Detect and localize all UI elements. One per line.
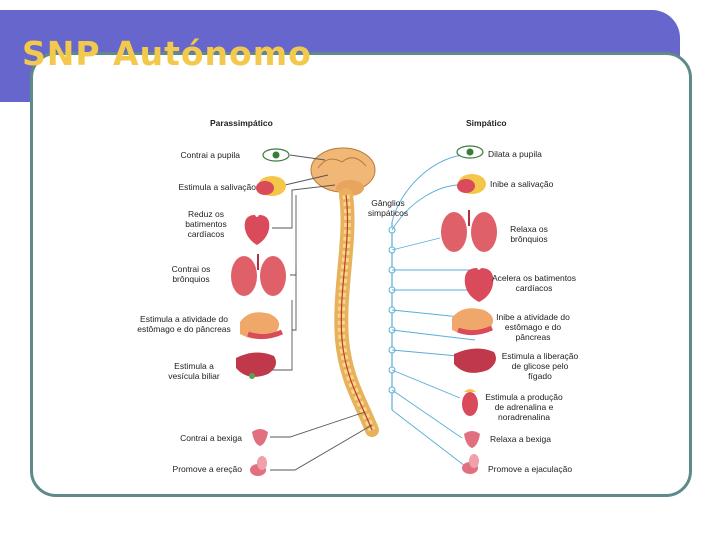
parasympathetic-header: Parassimpático: [210, 118, 273, 128]
content-frame: [30, 52, 692, 497]
label-stimulate-salivation: Estimula a salivação: [178, 182, 256, 192]
right-eye-icon: [456, 145, 484, 159]
label-accelerate-heartbeat: Acelera os batimentos cardíacos: [491, 273, 577, 293]
left-genitals-icon: [250, 456, 267, 476]
label-stimulate-adrenaline: Estimula a produção de adrenalina e nora…: [485, 392, 563, 422]
right-lungs-icon: [441, 210, 497, 252]
brain-illustration: [310, 147, 376, 196]
label-promote-ejaculation: Promove a ejaculação: [488, 464, 573, 474]
left-stomach-pancreas-icon: [240, 312, 284, 340]
left-salivary-gland-icon: [256, 176, 286, 196]
label-reduce-heartbeat: Reduz os batimentos cardíacos: [185, 209, 227, 239]
right-bladder-icon: [464, 431, 480, 448]
label-contract-bladder: Contrai a bexiga: [180, 433, 242, 443]
spinal-column: [334, 188, 379, 437]
label-contract-pupil: Contrai a pupila: [180, 150, 240, 160]
right-adrenal-kidney-icon: [462, 389, 478, 416]
sympathetic-nerves: [391, 154, 488, 467]
left-eye-icon: [262, 148, 290, 162]
ganglia-label: Gânglios simpáticos: [367, 198, 409, 218]
left-lungs-icon: [231, 254, 286, 296]
right-stomach-pancreas-icon: [452, 308, 494, 336]
slide-title: SNP Autónomo: [22, 34, 312, 73]
label-stimulate-gallbladder: Estimula a vesícula biliar: [168, 361, 220, 381]
sympathetic-ganglia-chain: [388, 222, 396, 410]
label-relax-bronchi: Relaxa os brônquios: [510, 224, 548, 244]
label-inhibit-salivation: Inibe a salivação: [490, 179, 554, 189]
sympathetic-header: Simpático: [466, 118, 507, 128]
right-salivary-gland-icon: [457, 174, 486, 194]
label-promote-erection: Promove a ereção: [172, 464, 242, 474]
label-inhibit-stomach-pancreas: Inibe a atividade do estômago e do pâncr…: [496, 312, 570, 342]
label-dilate-pupil: Dilata a pupila: [488, 149, 542, 159]
right-heart-icon: [464, 268, 494, 302]
label-stimulate-glucose: Estimula a liberação de glicose pelo fíg…: [501, 351, 579, 381]
left-heart-icon: [244, 215, 270, 245]
right-genitals-icon: [462, 454, 479, 474]
left-liver-gallbladder-icon: [236, 352, 276, 379]
right-liver-icon: [454, 348, 496, 373]
parasympathetic-nerves: [270, 154, 373, 471]
label-relax-bladder: Relaxa a bexiga: [490, 434, 551, 444]
label-stimulate-stomach-pancreas: Estimula a atividade do estômago e do pâ…: [137, 314, 231, 334]
label-contract-bronchi: Contrai os brônquios: [171, 264, 211, 284]
left-bladder-icon: [252, 429, 268, 446]
